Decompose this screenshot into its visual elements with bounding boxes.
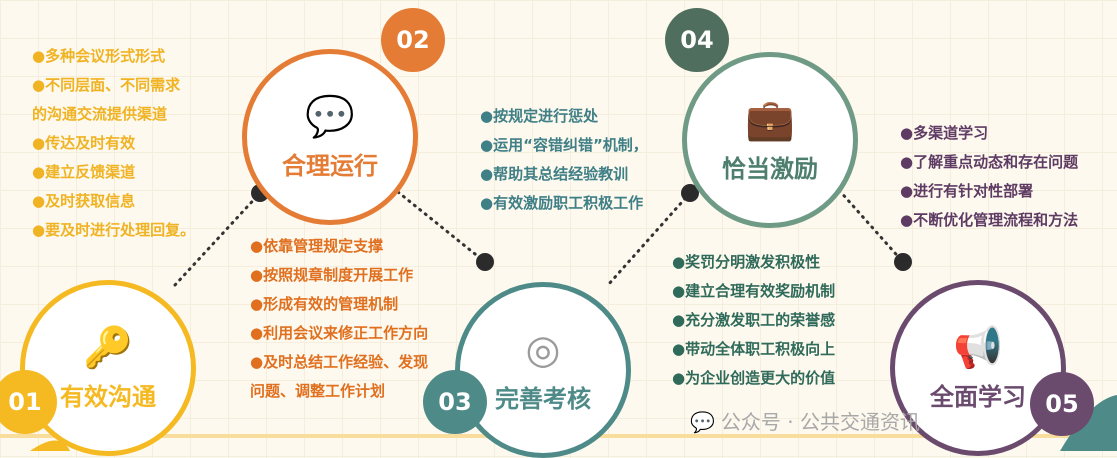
list-item: ●传达及时有效 — [32, 134, 136, 152]
step-circle-02: 💬 合理运行 — [242, 49, 418, 225]
list-item: ●了解重点动态和存在问题 — [900, 153, 1079, 171]
list-item: ●依靠管理规定支撑 — [250, 237, 384, 255]
step-number-badge: 05 — [1030, 372, 1094, 436]
list-item: ●运用“容错纠错”机制， — [480, 136, 648, 154]
list-item: ●带动全体职工积极向上 — [672, 340, 836, 358]
list-item: 的沟通交流提供渠道 — [32, 105, 168, 123]
step-title: 全面学习 — [930, 383, 1026, 411]
list-item: ●及时获取信息 — [32, 192, 136, 210]
list-item: ●按规定进行惩处 — [480, 107, 599, 125]
list-item: ●多种会议形式形式 — [32, 47, 166, 65]
list-item: ●进行有针对性部署 — [900, 182, 1034, 200]
list-item: ●利用会议来修正工作方向 — [250, 324, 429, 342]
list-item: ●建立反馈渠道 — [32, 163, 136, 181]
briefcase-icon: 💼 — [745, 97, 795, 143]
step-number-badge: 01 — [0, 370, 57, 434]
target-icon: ◎ — [525, 326, 561, 373]
step-list-05: ●多渠道学习 ●了解重点动态和存在问题 ●进行有针对性部署 ●不断优化管理流程和… — [900, 119, 1078, 235]
watermark: 💬 公众号 · 公共交通资讯 — [690, 410, 920, 434]
key-icon: 🔑 — [83, 325, 133, 371]
step-title: 恰当激励 — [722, 155, 818, 183]
list-item: ●帮助其总结经验教训 — [480, 165, 629, 183]
step-circle-05: 📢 全面学习 — [890, 280, 1066, 456]
list-item: ●多渠道学习 — [900, 124, 989, 142]
step-circle-01: 🔑 有效沟通 — [20, 280, 196, 456]
list-item: ●及时总结工作经验、发现 — [250, 353, 429, 371]
connector-dot — [894, 253, 912, 271]
wechat-icon: 💬 — [690, 410, 715, 434]
connector-dot — [681, 184, 699, 202]
connector-dot — [476, 253, 494, 271]
list-item: ●按照规章制度开展工作 — [250, 266, 414, 284]
step-list-04: ●奖罚分明激发积极性 ●建立合理有效奖励机制 ●充分激发职工的荣誉感 ●带动全体… — [672, 248, 835, 393]
megaphone-icon: 📢 — [953, 325, 1003, 371]
watermark-text: 公众号 · 公共交通资讯 — [720, 410, 920, 434]
step-number-badge: 03 — [423, 370, 487, 434]
step-number-badge: 04 — [665, 8, 729, 72]
step-circle-03: ◎ 完善考核 — [455, 282, 631, 458]
list-item: ●有效激励职工积极工作 — [480, 194, 644, 212]
step-title: 完善考核 — [495, 384, 591, 413]
list-item: ●充分激发职工的荣誉感 — [672, 311, 836, 329]
step-number-badge: 02 — [381, 8, 445, 72]
list-item: ●不同层面、不同需求 — [32, 76, 181, 94]
list-item: ●不断优化管理流程和方法 — [900, 211, 1079, 229]
step-circle-04: 💼 恰当激励 — [682, 52, 858, 228]
step-title: 合理运行 — [282, 152, 378, 180]
list-item: ●要及时进行处理回复。 — [32, 221, 196, 239]
step-list-02: ●依靠管理规定支撑 ●按照规章制度开展工作 ●形成有效的管理机制 ●利用会议来修… — [250, 232, 428, 406]
list-item: ●形成有效的管理机制 — [250, 295, 399, 313]
list-item: ●建立合理有效奖励机制 — [672, 282, 836, 300]
step-list-01: ●多种会议形式形式 ●不同层面、不同需求 的沟通交流提供渠道 ●传达及时有效 ●… — [32, 42, 195, 245]
step-list-03: ●按规定进行惩处 ●运用“容错纠错”机制， ●帮助其总结经验教训 ●有效激励职工… — [480, 102, 648, 218]
list-item: 问题、调整工作计划 — [250, 382, 386, 400]
chat-icon: 💬 — [305, 94, 355, 140]
list-item: ●奖罚分明激发积极性 — [672, 253, 821, 271]
list-item: ●为企业创造更大的价值 — [672, 369, 836, 387]
step-title: 有效沟通 — [60, 383, 156, 411]
